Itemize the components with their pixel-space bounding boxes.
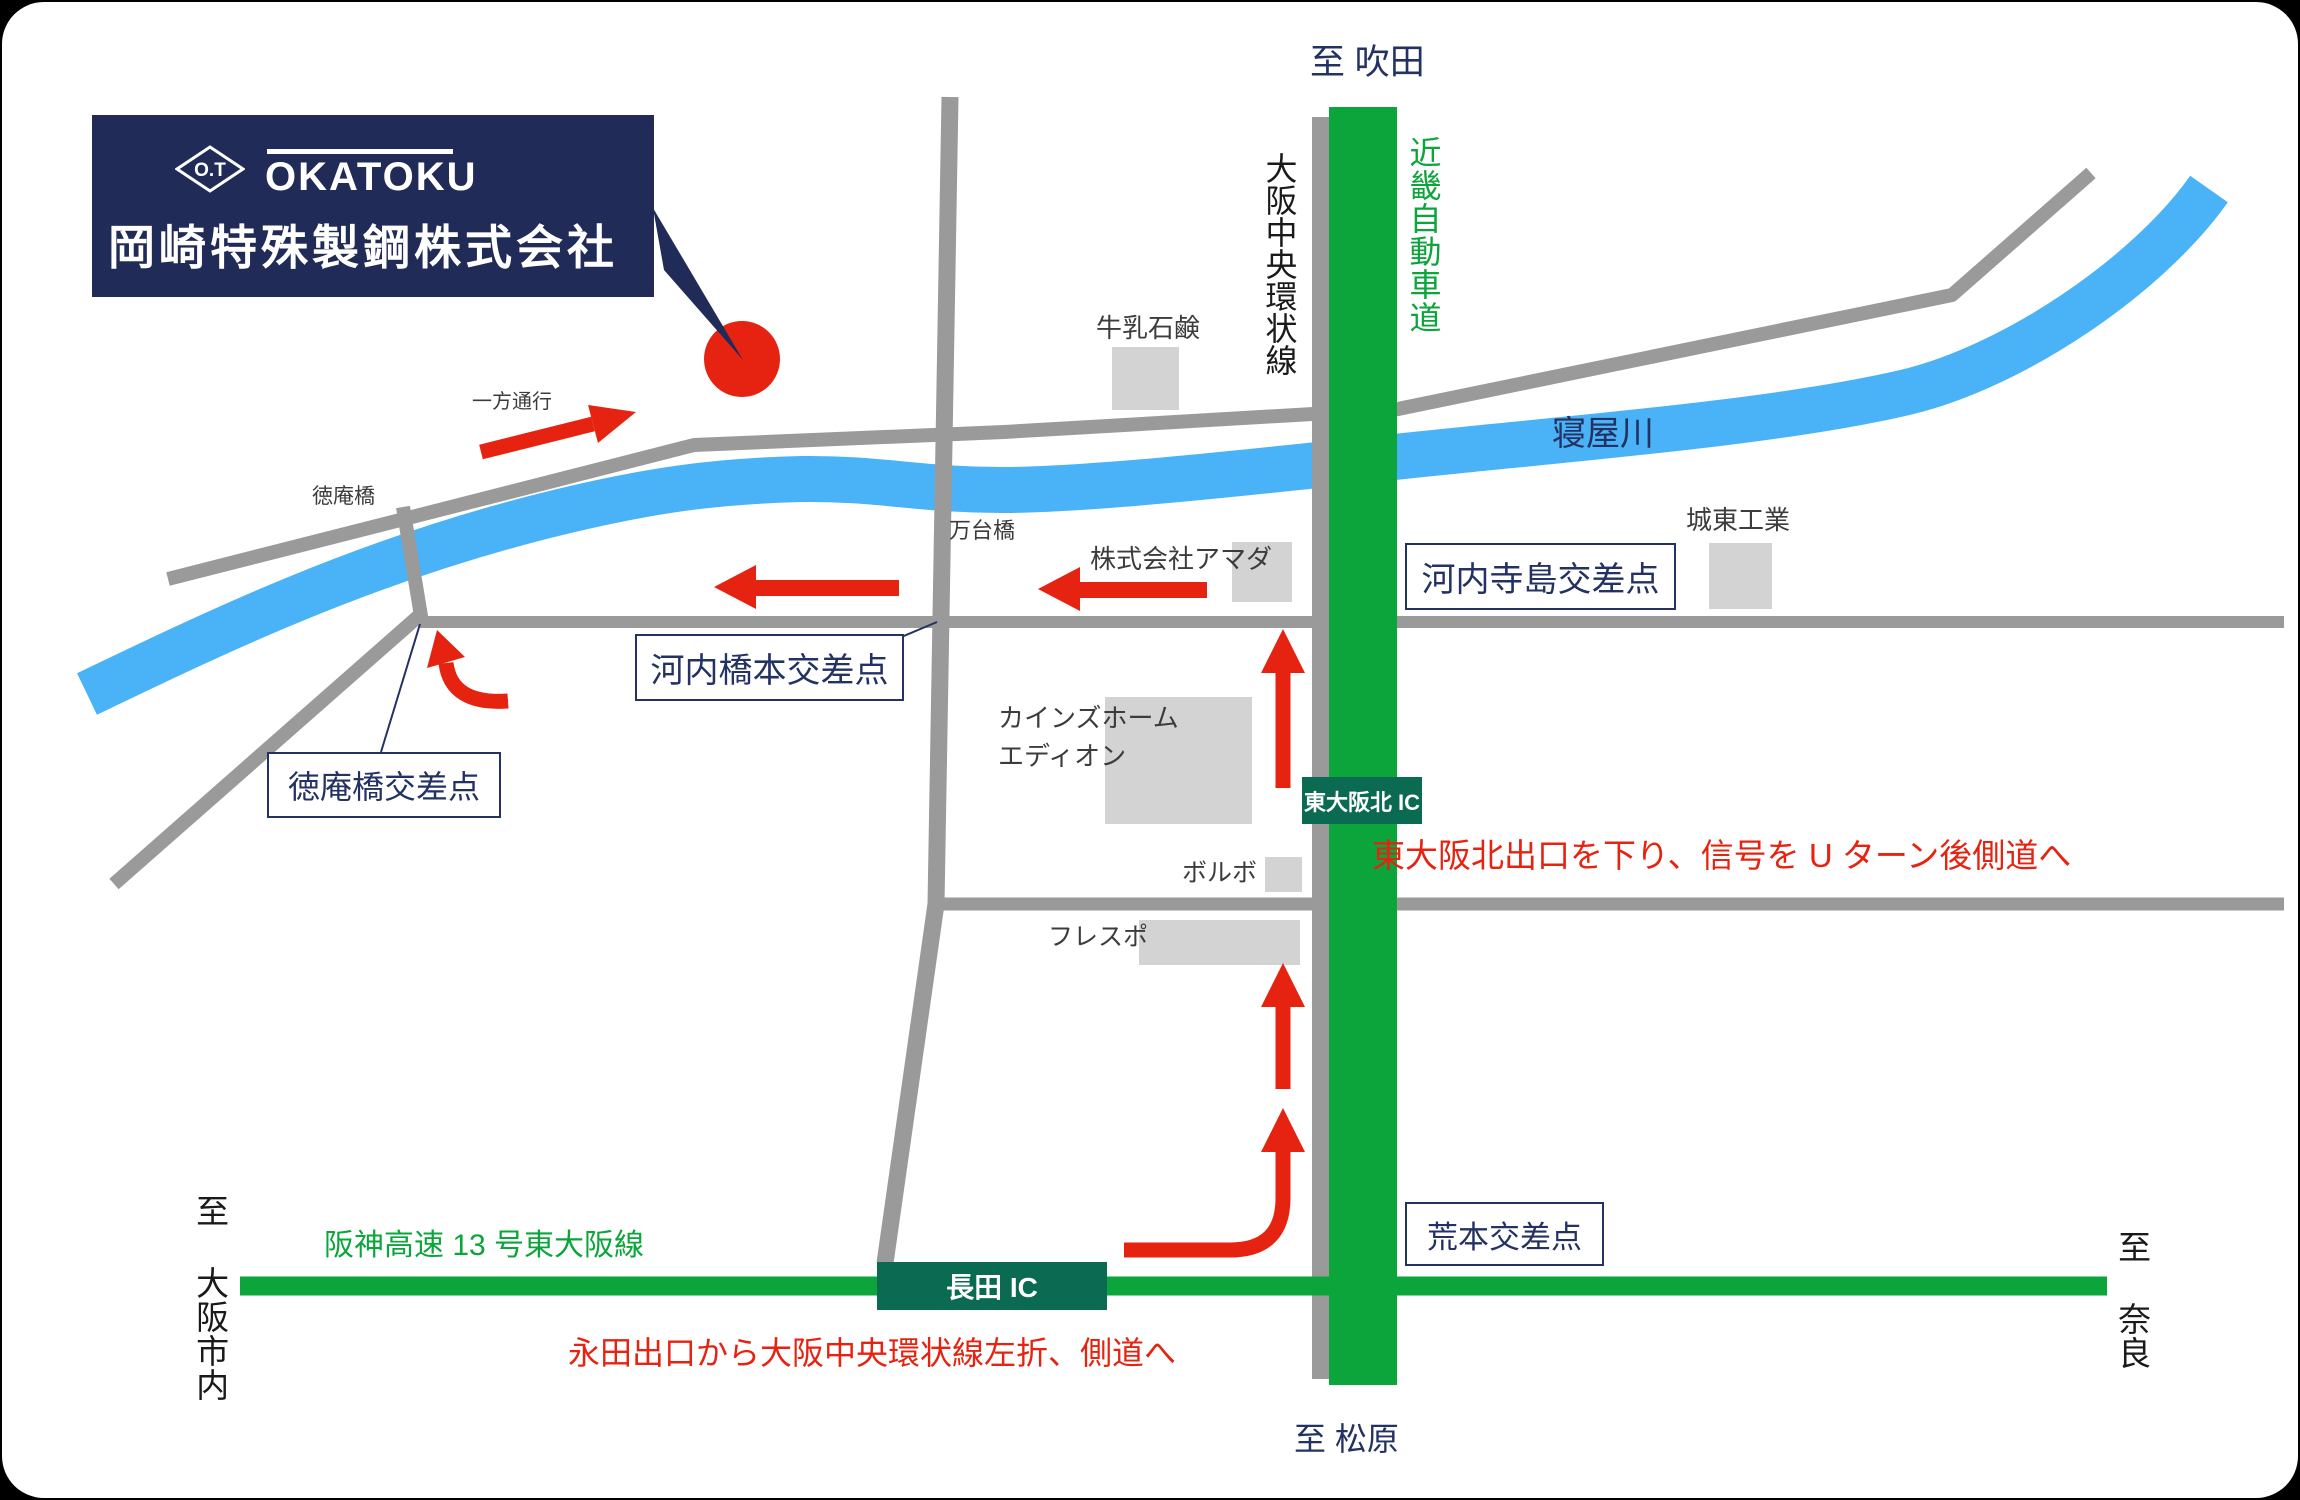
intersection-kawachi-terashima: 河内寺島交差点 (1405, 543, 1676, 610)
intersection-aramoto: 荒本交差点 (1405, 1202, 1604, 1266)
route-arrows (427, 405, 1305, 1258)
ic-nagata-label: 長田 IC (946, 1272, 1038, 1303)
dest-osaka-city: 至 大阪市内 (191, 1194, 229, 1402)
intersection-aramoto-label: 荒本交差点 (1427, 1219, 1582, 1255)
ic-nagata: 長田 IC (877, 1262, 1107, 1310)
volvo-building (1265, 857, 1302, 892)
road-chuo-kanjo-label: 大阪中央環状線 (1261, 152, 1298, 376)
ic-higashi-osaka-kita-label: 東大阪北 IC (1303, 789, 1421, 815)
landmark-edion: エディオン (998, 741, 1127, 771)
gyunyu-sekken-building (1112, 347, 1179, 410)
intersection-tokuanbashi-label: 徳庵橋交差点 (287, 769, 480, 805)
southwest-road (109, 608, 426, 890)
west-vertical-road (876, 96, 959, 1265)
amada-building (1232, 542, 1292, 602)
company-name: 岡崎特殊製鋼株式会社 (108, 223, 618, 275)
landmark-amada: 株式会社アマダ (1090, 544, 1273, 574)
frespo-building (1139, 920, 1300, 965)
bridge-mandaibashi-label: 万台橋 (949, 518, 1016, 543)
brand-overline (267, 149, 453, 154)
road-hanshin-label: 阪神高速 13 号東大阪線 (324, 1229, 645, 1262)
intersection-kawachi-hashimoto: 河内橋本交差点 (635, 634, 904, 701)
ic-higashi-osaka-kita: 東大阪北 IC (1302, 777, 1422, 824)
dest-suita: 至 吹田 (1310, 43, 1425, 82)
bridge-tokuanbashi-label: 徳庵橋 (312, 485, 375, 508)
logo-pointer (653, 208, 743, 360)
one-way-label: 一方通行 (472, 391, 552, 413)
road-kinki-expressway-label: 近畿自動車道 (1405, 136, 1442, 334)
kinki-expressway-road (1329, 107, 1397, 1385)
neyagawa-river (77, 175, 2228, 715)
landmark-volvo: ボルボ (1182, 859, 1258, 887)
landmark-joto-kogyo: 城東工業 (1686, 505, 1791, 535)
intersection-kawachi-terashima-label: 河内寺島交差点 (1421, 561, 1660, 599)
intersection-kawachi-hashimoto-label: 河内橋本交差点 (650, 652, 889, 690)
dest-matsubara: 至 松原 (1294, 1421, 1399, 1457)
note-higashi-osaka-kita-exit: 東大阪北出口を下り、信号を U ターン後側道へ (1372, 837, 2072, 874)
dest-nara: 至 奈良 (2113, 1230, 2151, 1370)
brand-name: OKATOKU (265, 155, 478, 199)
hashimoto-callout-line (898, 621, 938, 639)
tokuanbashi-callout-line (380, 623, 421, 753)
landmark-gyunyu-sekken: 牛乳石鹸 (1096, 313, 1201, 343)
cainz-edion-building (1105, 697, 1252, 824)
landmark-frespo: フレスポ (1048, 923, 1149, 951)
company-logo-box: O.T OKATOKU 岡崎特殊製鋼株式会社 (92, 115, 654, 297)
joto-kogyo-building (1709, 543, 1772, 609)
river-neyagawa-label: 寝屋川 (1552, 415, 1654, 453)
destination-dot (704, 321, 780, 397)
tokuanbashi-bridge-road (396, 505, 429, 624)
svg-text:O.T: O.T (194, 160, 226, 181)
chuo-kanjo-road (1312, 117, 1329, 1379)
landmark-cainz-home: カインズホーム (998, 703, 1179, 733)
note-nagata-exit: 永田出口から大阪中央環状線左折、側道へ (568, 1335, 1177, 1371)
intersection-tokuanbashi: 徳庵橋交差点 (267, 752, 501, 818)
